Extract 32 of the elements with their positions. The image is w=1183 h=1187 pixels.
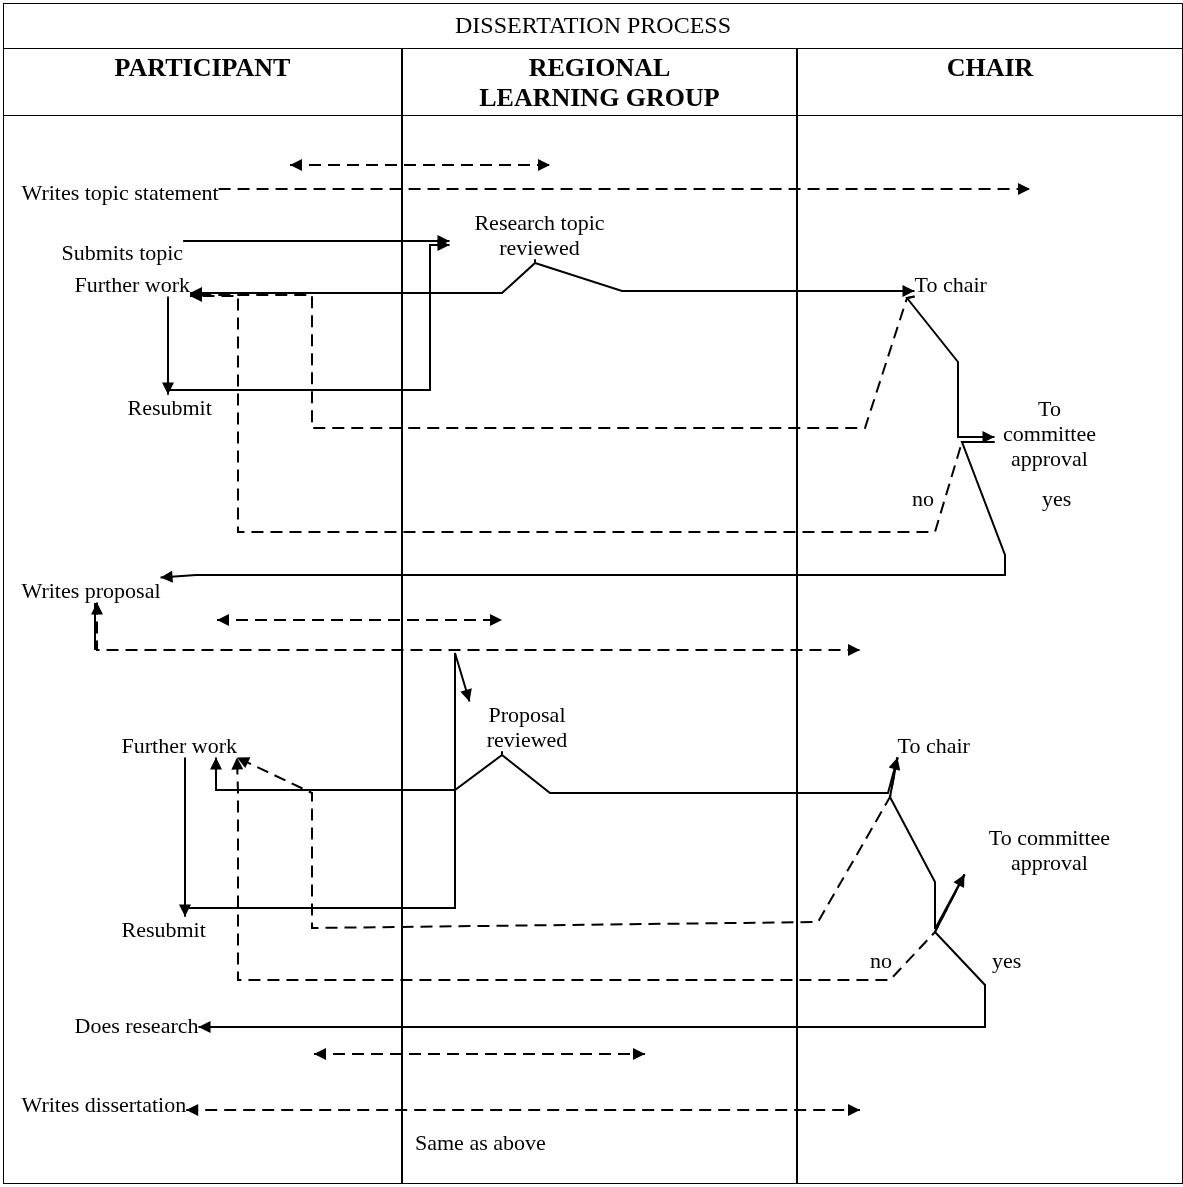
- lane-heading: CHAIR: [946, 53, 1034, 82]
- arrow: [534, 258, 916, 297]
- arrow: [905, 295, 996, 443]
- step-label: Does research: [74, 1012, 199, 1038]
- step-label: Writes dissertation: [21, 1091, 187, 1117]
- arrow: [184, 652, 472, 918]
- note-text: Same as above: [415, 1130, 546, 1155]
- arrow: [217, 183, 1031, 195]
- swimlane: [3, 48, 402, 1184]
- lane-heading: PARTICIPANT: [114, 53, 291, 82]
- step-label: Further work: [121, 732, 237, 758]
- arrow: [501, 750, 901, 794]
- arrow: [159, 441, 1006, 583]
- step-label: Submits topic: [61, 239, 184, 265]
- step-label: Writes proposal: [21, 577, 161, 603]
- arrow: [185, 1104, 861, 1116]
- arrow: [197, 873, 986, 1033]
- arrow: [167, 239, 451, 396]
- arrow: [91, 601, 861, 656]
- step-label: To committee approval: [994, 395, 1105, 471]
- step-label: To chair: [897, 732, 970, 758]
- swimlane: [402, 48, 797, 1184]
- step-label: Resubmit: [127, 394, 212, 420]
- step-label: To committee approval: [964, 824, 1135, 875]
- step-label: Resubmit: [121, 916, 206, 942]
- step-label: To chair: [914, 271, 987, 297]
- step-label: Proposal reviewed: [469, 701, 585, 752]
- lane-heading: REGIONAL LEARNING GROUP: [479, 53, 720, 112]
- step-label: Research topic reviewed: [449, 209, 630, 260]
- arrow: [888, 756, 966, 930]
- step-label: Writes topic statement: [21, 179, 219, 205]
- step-label: Further work: [74, 271, 190, 297]
